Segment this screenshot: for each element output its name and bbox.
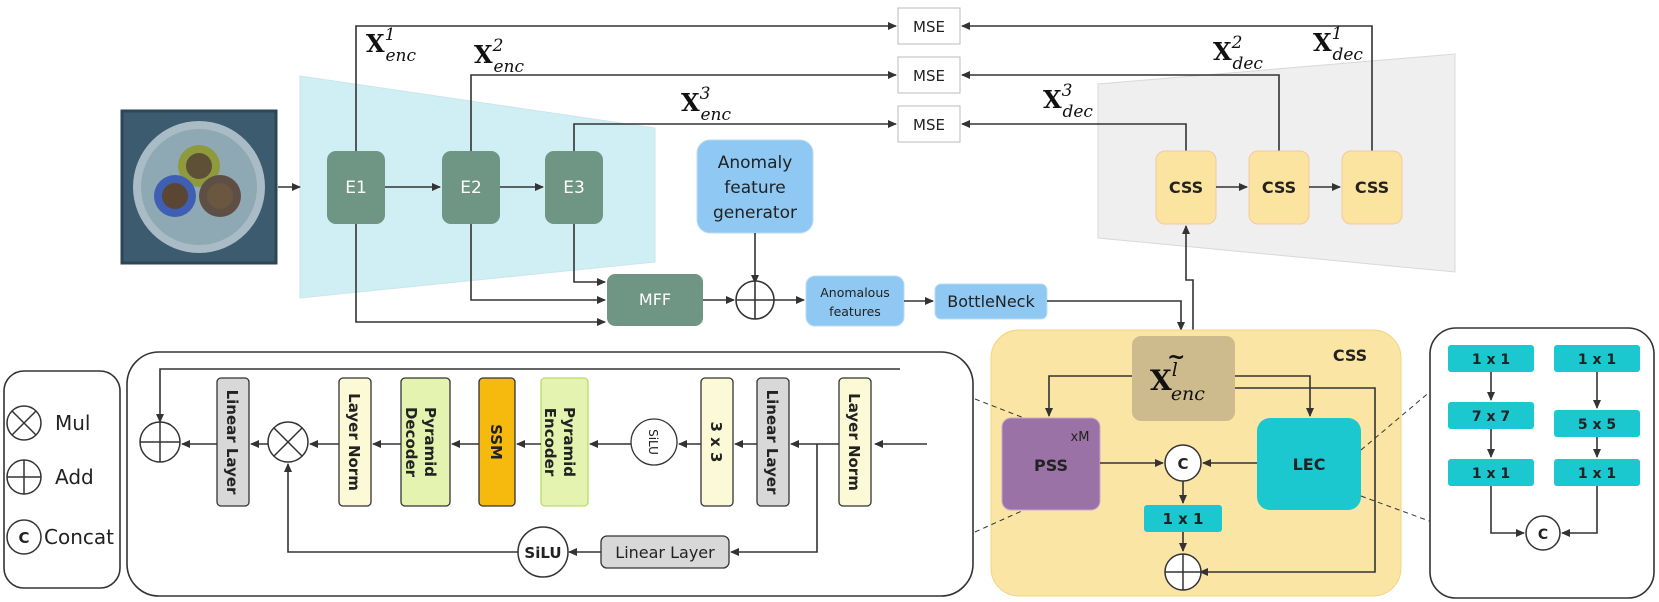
encoder-e2: E2 (442, 151, 500, 224)
svg-text:PyramidEncoder: PyramidEncoder (541, 407, 578, 477)
svg-text:1 x 1: 1 x 1 (1472, 352, 1510, 368)
svg-text:Layer Norm: Layer Norm (845, 393, 863, 491)
svg-text:PyramidDecoder: PyramidDecoder (402, 407, 439, 478)
pss-add-node (139, 421, 181, 463)
svg-text:1 x 1: 1 x 1 (1578, 352, 1616, 368)
pss-repeat-label: xM (1071, 430, 1090, 445)
lec-right-3: 1 x 1 (1554, 459, 1640, 486)
svg-text:Layer Norm: Layer Norm (345, 393, 363, 491)
svg-text:7 x 7: 7 x 7 (1472, 409, 1510, 425)
add-node-css (1164, 553, 1202, 591)
mse-3-label: MSE (913, 116, 945, 134)
concat-lec-label: C (1538, 527, 1548, 543)
add-node-anomaly (735, 280, 775, 320)
generator-line-3: generator (713, 203, 797, 223)
encoder-e3: E3 (545, 151, 603, 224)
mse-2-label: MSE (913, 67, 945, 85)
css-conv-1x1: 1 x 1 (1144, 505, 1222, 532)
mse-1-label: MSE (913, 18, 945, 36)
svg-text:SSM: SSM (487, 424, 505, 460)
lec-left-3: 1 x 1 (1448, 459, 1534, 486)
decoder-css-2-label: CSS (1262, 178, 1296, 197)
concat-css-label: C (1177, 455, 1188, 473)
bottleneck-label: BottleNeck (947, 292, 1035, 311)
input-cable-image (120, 109, 278, 265)
encoder-e1-label: E1 (345, 178, 367, 198)
lec-detail-block (1429, 327, 1655, 599)
svg-text:SiLU: SiLU (646, 429, 660, 455)
decoder-css-1: CSS (1155, 150, 1217, 225)
decoder-css-3: CSS (1341, 150, 1403, 225)
concat-node-lec: C (1525, 515, 1561, 551)
svg-text:Linear Layer: Linear Layer (615, 543, 715, 562)
css-conv-label: 1 x 1 (1163, 510, 1204, 528)
css-detail-title: CSS (1333, 346, 1367, 365)
pss-silu-gate: SiLU (517, 526, 569, 578)
svg-text:5 x 5: 5 x 5 (1578, 417, 1616, 433)
lec-right-1: 1 x 1 (1554, 345, 1640, 372)
lec-label: LEC (1293, 455, 1326, 474)
svg-text:3 x 3: 3 x 3 (707, 422, 725, 463)
mse-3: MSE (897, 105, 961, 143)
tilde-mark: ~ (1167, 344, 1185, 370)
lec-block: LEC (1257, 418, 1361, 510)
anomalous-features-block: Anomalous features (805, 275, 905, 327)
pss-block: PSS xM (1001, 417, 1101, 511)
pss-layer-norm-out: Layer Norm (338, 377, 372, 507)
anomalous-line-2: features (829, 304, 881, 319)
svg-text:Linear Layer: Linear Layer (223, 390, 241, 495)
encoder-e1: E1 (327, 151, 385, 224)
anomalous-line-1: Anomalous (820, 285, 890, 300)
legend: Mul Add C Concat (3, 370, 121, 589)
lec-left-2: 7 x 7 (1448, 402, 1534, 429)
mse-2: MSE (897, 56, 961, 94)
lec-right-2: 5 x 5 (1554, 410, 1640, 437)
legend-concat-label: Concat (44, 525, 114, 549)
generator-line-2: feature (724, 178, 785, 198)
svg-text:1 x 1: 1 x 1 (1578, 466, 1616, 482)
legend-mul-label: Mul (55, 411, 91, 435)
pss-pyramid-decoder: PyramidDecoder (400, 377, 451, 507)
pss-label: PSS (1034, 456, 1068, 475)
legend-add-icon (6, 459, 42, 495)
pss-ssm: SSM (478, 377, 516, 507)
concat-node-css: C (1164, 444, 1202, 482)
pss-layer-norm-in: Layer Norm (838, 377, 872, 507)
encoder-e2-label: E2 (460, 178, 482, 198)
anomaly-feature-generator: Anomaly feature generator (696, 139, 814, 234)
pss-mul-node (267, 421, 309, 463)
pss-conv-3x3: 3 x 3 (700, 377, 734, 507)
decoder-css-1-label: CSS (1169, 178, 1203, 197)
pss-linear-gate: Linear Layer (600, 535, 730, 569)
mse-1: MSE (897, 7, 961, 45)
encoder-e3-label: E3 (563, 178, 585, 198)
legend-add-label: Add (55, 465, 94, 489)
bottleneck-block: BottleNeck (934, 283, 1048, 320)
lec-left-1: 1 x 1 (1448, 345, 1534, 372)
legend-concat-icon: C (6, 519, 42, 555)
decoder-css-3-label: CSS (1355, 178, 1389, 197)
svg-text:SiLU: SiLU (524, 544, 561, 562)
svg-text:1 x 1: 1 x 1 (1472, 466, 1510, 482)
pss-pyramid-encoder: PyramidEncoder (540, 377, 589, 507)
svg-text:Linear Layer: Linear Layer (763, 390, 781, 495)
svg-text:C: C (18, 529, 29, 547)
legend-mul-icon (6, 405, 42, 441)
pss-linear-out: Linear Layer (216, 377, 250, 507)
mff-block: MFF (607, 274, 703, 326)
mff-label: MFF (639, 290, 671, 309)
pss-linear-in: Linear Layer (756, 377, 790, 507)
generator-line-1: Anomaly (718, 153, 793, 173)
decoder-css-2: CSS (1248, 150, 1310, 225)
pss-silu-small: SiLU (630, 418, 678, 466)
